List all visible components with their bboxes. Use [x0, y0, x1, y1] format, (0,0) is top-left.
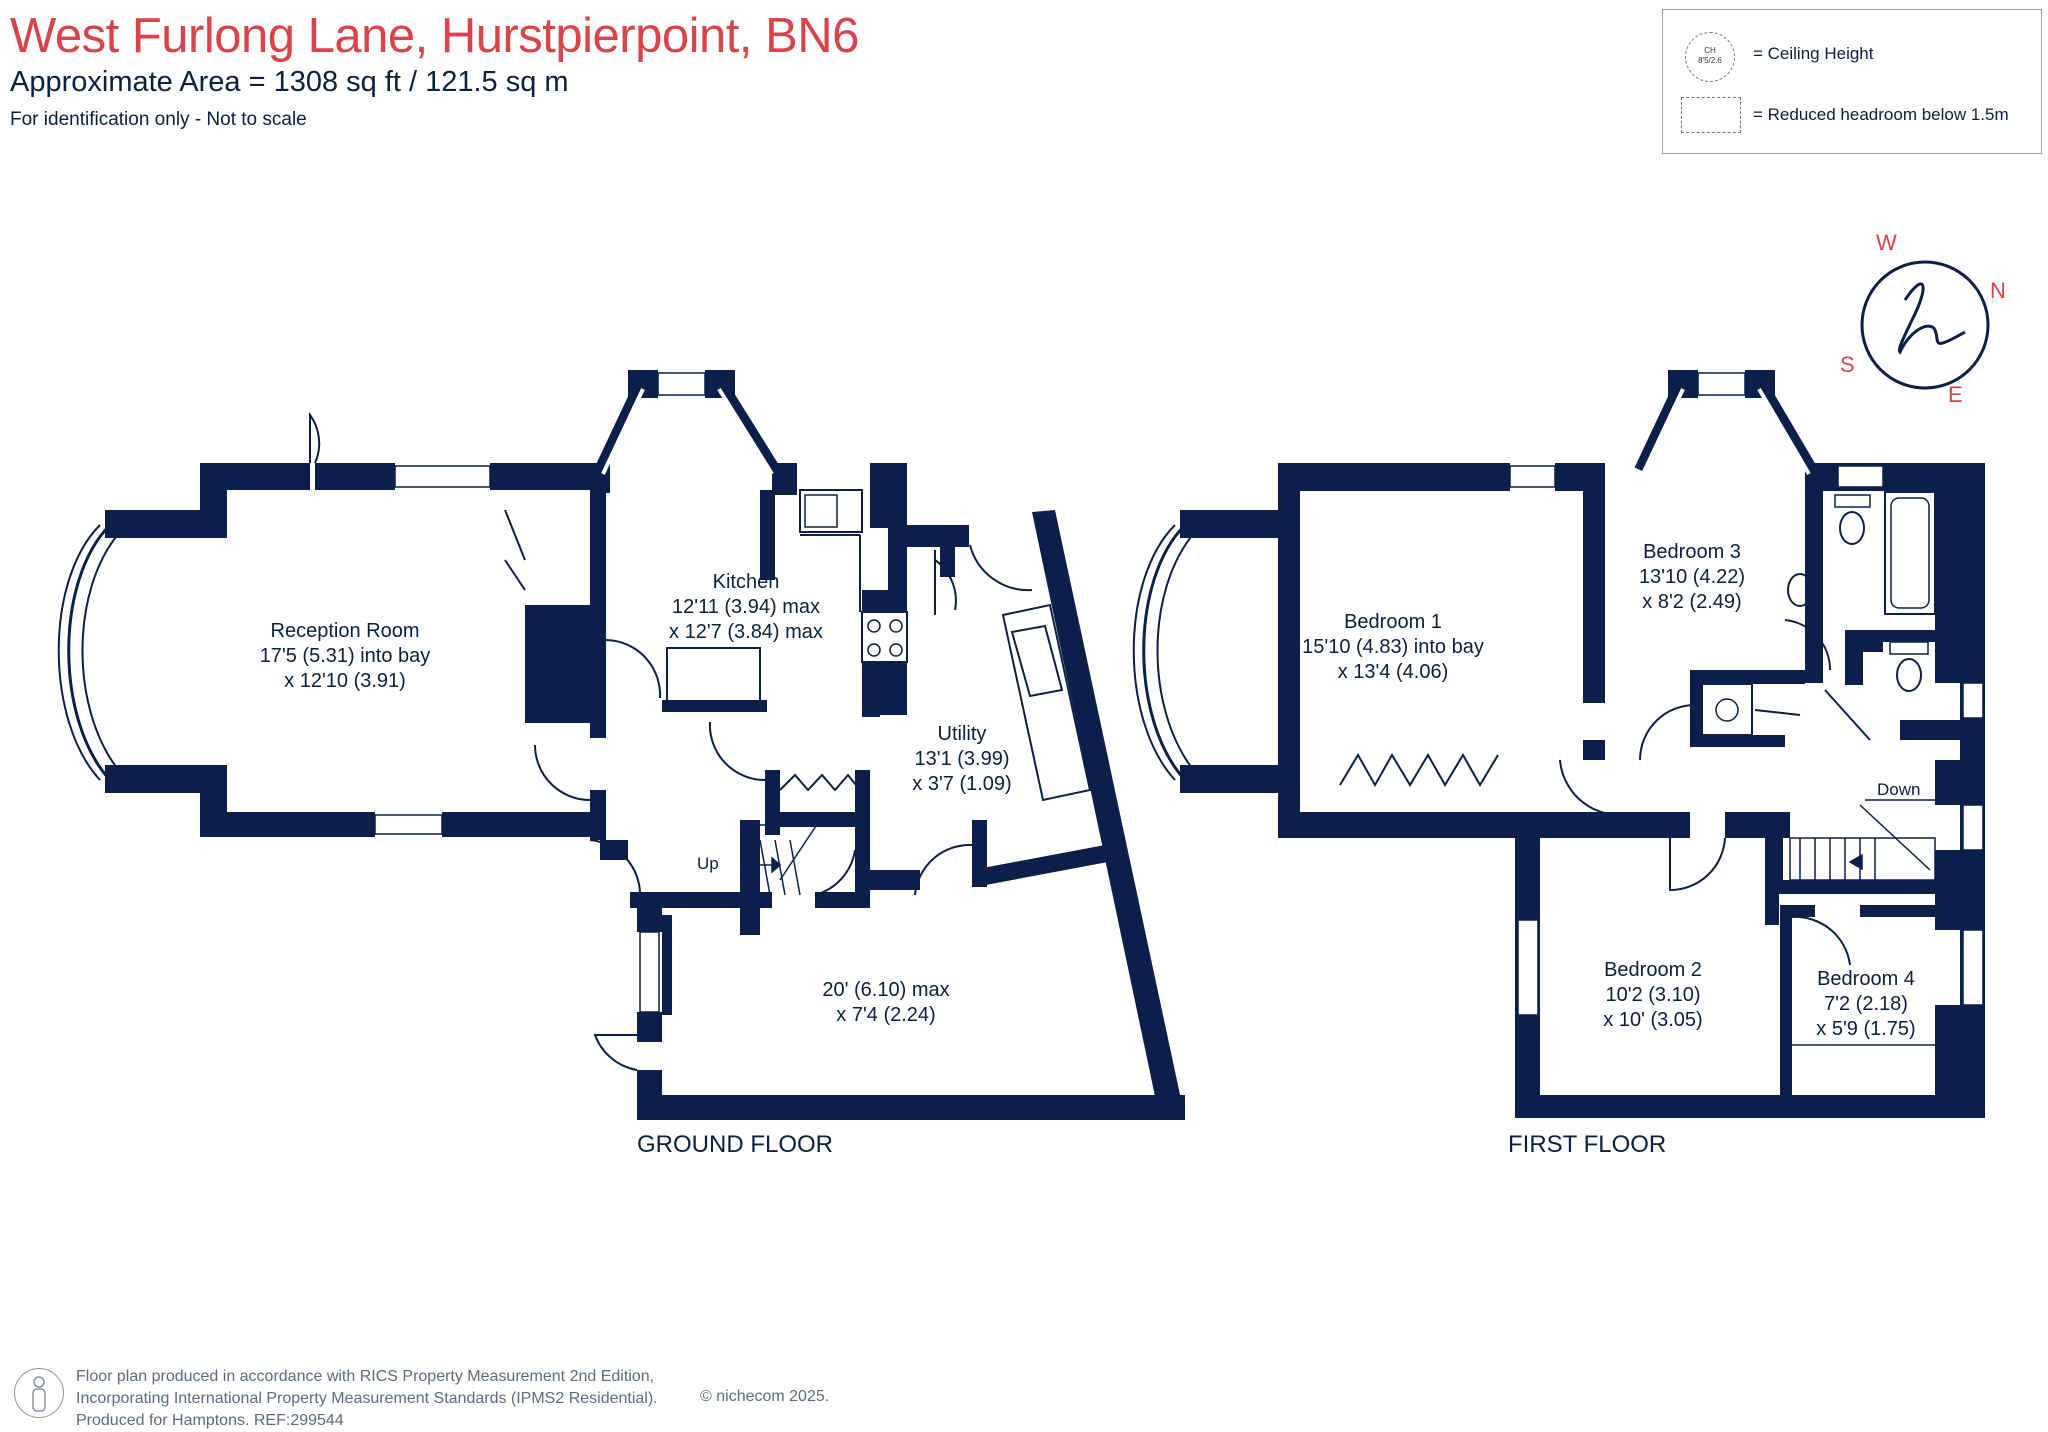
kitchen-dim2: x 12'7 (3.84) max	[669, 621, 823, 643]
copyright: © nichecom 2025.	[700, 1388, 830, 1405]
bathroom-basin	[1787, 573, 1813, 607]
reception-room-dim2: x 12'10 (3.91)	[284, 670, 406, 692]
compass-s: S	[1840, 352, 1855, 377]
bedroom2-name: Bedroom 2	[1604, 959, 1702, 981]
compass-e: E	[1948, 382, 1963, 407]
bedroom3-name: Bedroom 3	[1643, 541, 1741, 563]
pantry-bifold-door	[779, 773, 861, 792]
first-floor-label: FIRST FLOOR	[1508, 1131, 1666, 1158]
toilet-en-suite	[1896, 658, 1922, 692]
bedroom4-name: Bedroom 4	[1817, 968, 1915, 990]
bedroom3-dim1: 13'10 (4.22)	[1639, 566, 1745, 588]
utility-sink	[1010, 624, 1064, 698]
reception-bay-window	[67, 523, 112, 782]
bedroom1-name: Bedroom 1	[1344, 611, 1442, 633]
kitchen-name: Kitchen	[713, 571, 780, 593]
ceiling-height-symbol-value: 8'5/2.6	[1698, 56, 1722, 65]
footer-line2: Incorporating International Property Mea…	[76, 1390, 658, 1407]
page-title: West Furlong Lane, Hurstpierpoint, BN6	[10, 9, 859, 63]
bedroom3-dim2: x 8'2 (2.49)	[1642, 591, 1741, 613]
bedroom2-dim1: 10'2 (3.10)	[1606, 984, 1701, 1006]
utility-name: Utility	[938, 723, 987, 745]
toilet-bathroom	[1839, 511, 1865, 545]
legend-box: CH 8'5/2.6 = Ceiling Height = Reduced he…	[1662, 9, 2042, 154]
garage-dim2: x 7'4 (2.24)	[836, 1004, 935, 1026]
kitchen-island	[666, 647, 761, 704]
identification-note: For identification only - Not to scale	[10, 109, 307, 130]
ground-stairs-label: Up	[697, 854, 719, 873]
kitchen-sink	[799, 489, 863, 533]
ceiling-height-symbol-top: CH	[1704, 46, 1716, 55]
ground-floor-label: GROUND FLOOR	[637, 1131, 833, 1158]
utility-dim1: 13'1 (3.99)	[915, 748, 1010, 770]
reception-room-name: Reception Room	[271, 620, 420, 642]
reception-room-dim1: 17'5 (5.31) into bay	[260, 645, 431, 667]
approximate-area: Approximate Area = 1308 sq ft / 121.5 sq…	[10, 66, 569, 98]
ground-floor-doors	[309, 411, 1033, 1071]
compass-w: W	[1876, 230, 1897, 255]
first-floor-doors	[1559, 619, 1871, 966]
person-icon	[14, 1368, 64, 1418]
bedroom2-dim2: x 10' (3.05)	[1603, 1009, 1702, 1031]
compass: W N S E	[1840, 230, 2006, 407]
utility-dim2: x 3'7 (1.09)	[912, 773, 1011, 795]
compass-ring	[1860, 260, 1990, 390]
legend-reduced-headroom: = Reduced headroom below 1.5m	[1753, 105, 2009, 124]
compass-logo-icon	[1897, 282, 1966, 355]
bath	[1884, 491, 1936, 615]
ceiling-height-symbol: CH 8'5/2.6	[1685, 32, 1735, 82]
kitchen-dim1: 12'11 (3.94) max	[672, 596, 820, 618]
utility-worktop	[1001, 603, 1092, 802]
cupboard-basin	[1701, 683, 1753, 736]
bedroom1-bay-window	[1142, 523, 1187, 782]
footer-line3: Produced for Hamptons. REF:299544	[76, 1412, 344, 1429]
bedroom4-dim1: 7'2 (2.18)	[1824, 993, 1908, 1015]
first-floor-stairs	[1789, 799, 1936, 881]
first-floor-walls	[1180, 370, 1985, 1118]
footer-line1: Floor plan produced in accordance with R…	[76, 1368, 655, 1385]
bedroom1-dim2: x 13'4 (4.06)	[1338, 661, 1449, 683]
bedroom1-dim1: 15'10 (4.83) into bay	[1302, 636, 1484, 658]
bedroom1-wardrobe-doors	[1339, 753, 1499, 788]
garage-dim1: 20' (6.10) max	[822, 979, 949, 1001]
compass-n: N	[1990, 278, 2006, 303]
first-stairs-label: Down	[1877, 780, 1920, 799]
ground-floor-stairs	[740, 819, 860, 896]
footer-text: Floor plan produced in accordance with R…	[76, 1366, 658, 1432]
legend-ceiling-height: = Ceiling Height	[1753, 44, 1874, 63]
bedroom4-dim2: x 5'9 (1.75)	[1816, 1018, 1915, 1040]
reduced-headroom-symbol	[1681, 97, 1741, 133]
